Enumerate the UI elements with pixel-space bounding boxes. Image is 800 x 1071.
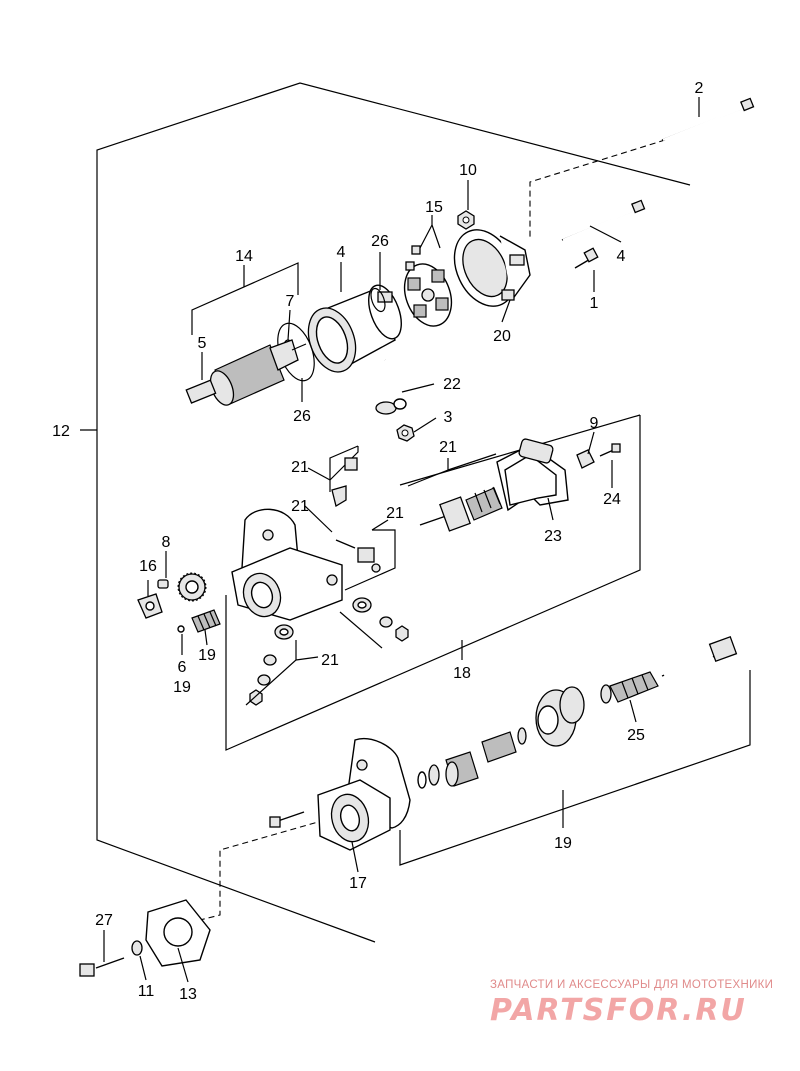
washer-11 <box>131 940 143 956</box>
terminal-22 <box>375 358 407 415</box>
bracket-19 <box>399 670 751 866</box>
small-parts-21-lower-right <box>339 597 409 649</box>
spring-19-left <box>191 609 221 633</box>
callout-6: 6 <box>178 659 187 676</box>
gasket-23 <box>496 438 569 512</box>
callout-21-a: 21 <box>439 439 457 456</box>
callout-8: 8 <box>162 534 171 551</box>
ball-6 <box>177 625 185 633</box>
armature-5 <box>185 339 307 406</box>
callout-21-b: 21 <box>291 459 309 476</box>
housing-main <box>231 508 343 621</box>
gear-idler <box>177 572 207 602</box>
nut-10 <box>457 210 475 230</box>
shaft-25 <box>600 635 738 704</box>
callout-20: 20 <box>493 328 511 345</box>
through-bolt-4 <box>561 199 646 242</box>
callout-18: 18 <box>453 665 471 682</box>
callout-4-right: 4 <box>617 248 626 265</box>
sub-bracket-21-right <box>335 529 396 591</box>
callout-26-bottom: 26 <box>293 408 311 425</box>
small-parts-21-lower-left <box>245 624 297 706</box>
callout-22: 22 <box>443 376 461 393</box>
callout-16: 16 <box>139 558 157 575</box>
pin-8 <box>157 579 169 589</box>
front-housing-17 <box>317 738 411 851</box>
callout-1: 1 <box>590 295 599 312</box>
callout-11: 11 <box>138 983 155 1000</box>
callout-9: 9 <box>590 415 599 432</box>
callout-2: 2 <box>695 80 704 97</box>
callout-10: 10 <box>459 162 477 179</box>
callout-13: 13 <box>179 986 197 1003</box>
callout-24: 24 <box>603 491 621 508</box>
through-bolt-2 <box>661 97 755 142</box>
bolt-27 <box>79 957 125 977</box>
callout-4-left: 4 <box>337 244 346 261</box>
callout-21-c: 21 <box>291 498 309 515</box>
nut-3 <box>396 424 415 442</box>
callout-17: 17 <box>349 875 367 892</box>
callout-27: 27 <box>95 912 113 929</box>
watermark-tagline: ЗАПЧАСТИ И АКСЕССУАРЫ ДЛЯ МОТОТЕХНИКИ <box>490 979 773 991</box>
callout-26-top: 26 <box>371 233 389 250</box>
callout-19-left: 19 <box>198 647 216 664</box>
bolt-24 <box>599 443 621 457</box>
leader-lines <box>103 97 700 983</box>
callout-14: 14 <box>235 248 253 265</box>
callout-5: 5 <box>198 335 207 352</box>
bracket-14 <box>191 262 299 335</box>
callout-21-d: 21 <box>386 505 404 522</box>
callout-19-left-lower: 19 <box>173 679 191 696</box>
callout-21-e: 21 <box>321 652 339 669</box>
alignment-dashed-lines <box>199 139 666 921</box>
plunger-21 <box>419 486 503 532</box>
gasket-13 <box>145 899 211 967</box>
callout-7: 7 <box>286 293 295 310</box>
sub-bracket-21-upper <box>329 445 359 508</box>
pinion-parts-19 <box>417 686 585 789</box>
watermark: ЗАПЧАСТИ И АКСЕССУАРЫ ДЛЯ МОТОТЕХНИКИ PA… <box>490 979 773 1028</box>
brush-holder-15 <box>403 245 453 327</box>
callout-23: 23 <box>544 528 562 545</box>
callout-12: 12 <box>52 423 70 440</box>
assembly-12-frame <box>80 82 691 943</box>
callout-25: 25 <box>627 727 645 744</box>
watermark-brand: PARTSFOR.RU <box>490 993 747 1028</box>
clip-9 <box>576 449 595 469</box>
callout-15: 15 <box>425 199 443 216</box>
callout-3: 3 <box>444 409 453 426</box>
o-ring-26-front <box>370 287 386 313</box>
retainer-16 <box>137 593 163 619</box>
callout-labels: 2 10 15 4 1 20 14 4 26 7 5 26 22 3 12 21… <box>52 80 703 1003</box>
bolt-front-housing <box>269 811 305 828</box>
callout-19-right: 19 <box>554 835 572 852</box>
screw-1 <box>574 247 599 269</box>
end-cover-20 <box>453 229 531 307</box>
yoke-4 <box>307 284 402 373</box>
